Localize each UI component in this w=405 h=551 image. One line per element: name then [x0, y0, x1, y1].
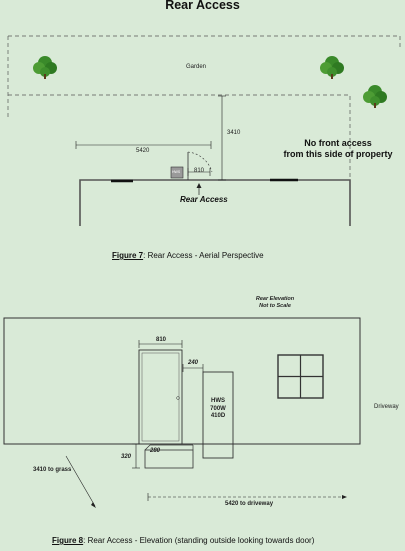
elev-dim-240-label: 240 — [188, 360, 199, 366]
garden-boundary — [8, 35, 401, 48]
hws-line-3: 410D — [210, 413, 226, 419]
dim-810-label: 810 — [194, 168, 205, 174]
hws-line-2: 700W — [210, 405, 226, 412]
tree-icon — [33, 56, 57, 79]
rear-access-label: Rear Access — [180, 195, 228, 204]
note-line-1: No front access — [304, 138, 372, 148]
hws-box — [170, 166, 184, 179]
rear-elevation-line-2: Not to Scale — [259, 303, 291, 309]
figure-7-number: Figure 7 — [112, 251, 144, 260]
house-wall — [79, 179, 351, 226]
rear-elevation-note: Rear Elevation Not to Scale — [240, 296, 310, 310]
hws-unit — [202, 371, 234, 459]
garden-label: Garden — [186, 64, 207, 70]
note-line-2: from this side of property — [283, 149, 393, 159]
hws-line-1: HWS — [211, 398, 225, 404]
figure-8-text: : Rear Access - Elevation (standing outs… — [83, 536, 315, 545]
dim-5420-label: 5420 — [136, 148, 150, 154]
driveway-label: Driveway — [374, 404, 399, 410]
to-grass-label: 3410 to grass — [33, 467, 72, 473]
tree-icon — [363, 85, 387, 108]
figure-7-caption: Figure 7: Rear Access - Aerial Perspecti… — [112, 251, 264, 260]
page-title: Rear Access — [165, 0, 240, 12]
hws-box-label: HWS — [172, 170, 181, 174]
door-handle — [176, 396, 180, 400]
elev-dim-280-label: 280 — [150, 448, 161, 454]
elev-dim-810-label: 810 — [156, 337, 167, 343]
no-front-access-note: No front access from this side of proper… — [268, 138, 405, 160]
to-driveway-label: 5420 to driveway — [225, 501, 274, 507]
figure-8-caption: Figure 8: Rear Access - Elevation (stand… — [52, 536, 314, 545]
figure-7-text: : Rear Access - Aerial Perspective — [143, 251, 264, 260]
door-swing-arc — [187, 151, 213, 173]
rear-elevation-line-1: Rear Elevation — [255, 296, 295, 302]
property-boundary — [8, 94, 351, 178]
to-grass-line — [65, 455, 96, 507]
hws-unit-label: HWS 700W 410D — [203, 398, 233, 421]
step — [144, 449, 194, 469]
tree-icon — [320, 56, 344, 79]
door-elevation — [138, 349, 183, 445]
figure-8-number: Figure 8 — [52, 536, 84, 545]
elev-dim-320-label: 320 — [121, 454, 132, 460]
dim-3410-label: 3410 — [227, 130, 241, 136]
